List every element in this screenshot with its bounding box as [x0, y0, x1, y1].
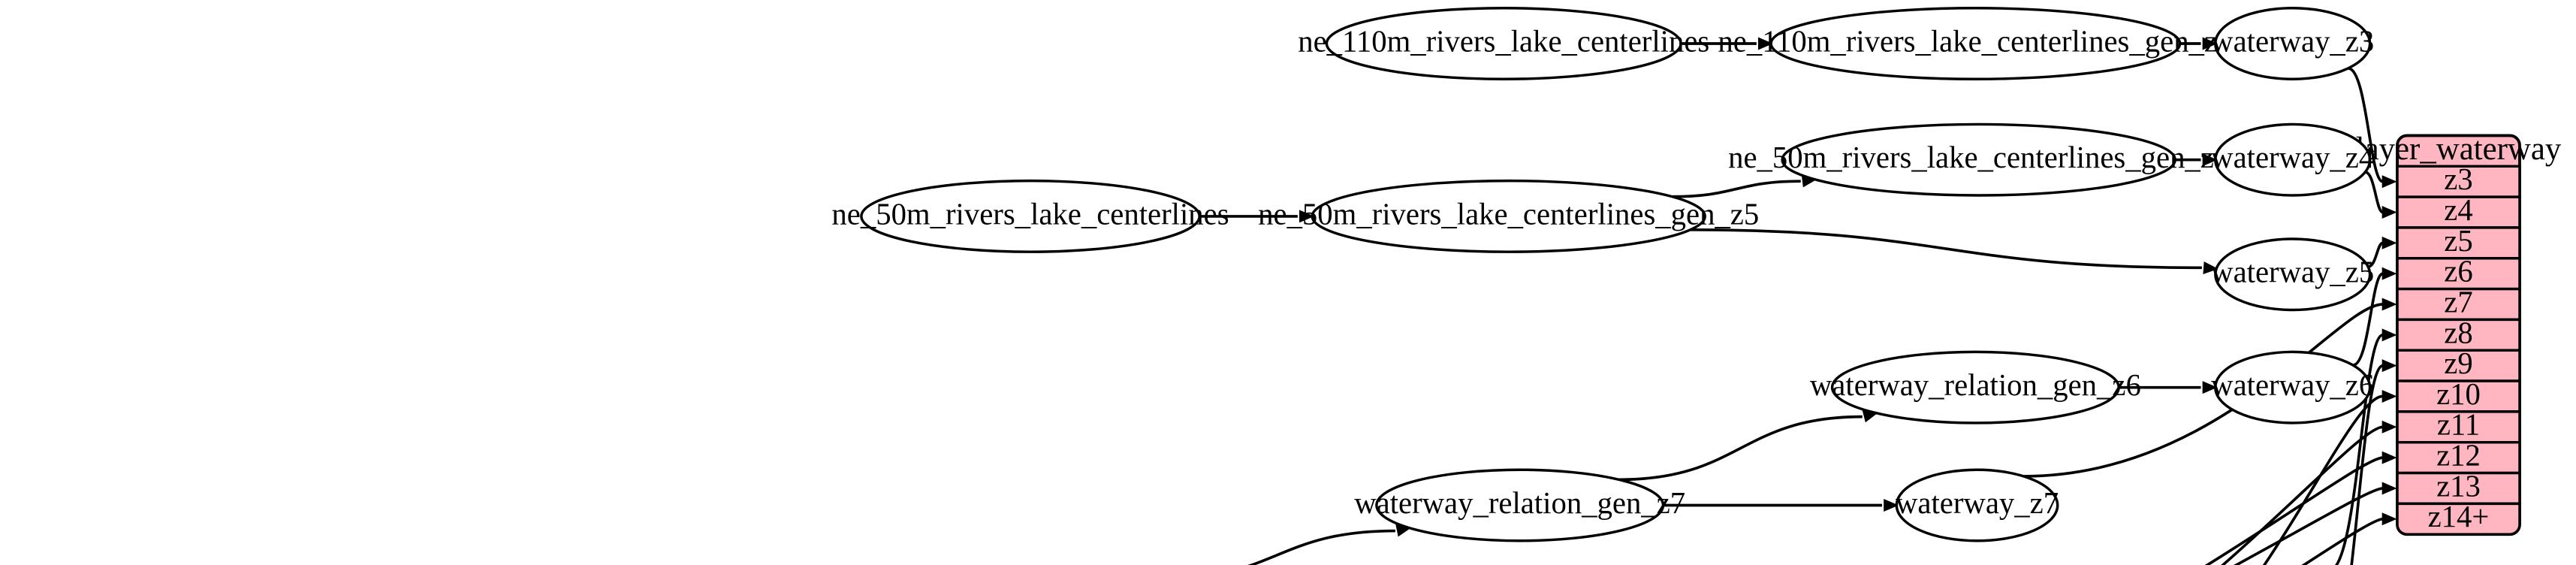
table-row-z3[interactable]: z3 — [2396, 162, 2521, 198]
table-row-z12[interactable]: z12 — [2396, 439, 2521, 475]
edge-arrowhead — [2381, 359, 2397, 373]
edge-ne_50m_rivers_lake_centerlines_gen_z5-to-waterway_z5 — [1690, 228, 2202, 270]
table-cell-label: z4 — [2444, 193, 2472, 227]
node-shape — [2214, 122, 2372, 197]
layer-waterway-table[interactable]: layer_waterwayz3z4z5z6z7z8z9z10z11z12z13… — [2356, 131, 2562, 536]
table-row-z11[interactable]: z11 — [2396, 408, 2521, 444]
edge-arrowhead — [1299, 210, 1314, 223]
node-waterway_relation_gen_z6[interactable]: waterway_relation_gen_z6 — [1810, 350, 2141, 425]
table-row-z4[interactable]: z4 — [2396, 193, 2521, 229]
table-cell-label: z14+ — [2428, 500, 2490, 533]
edges-layer — [1199, 37, 2397, 565]
edge-arrowhead — [2381, 451, 2397, 464]
edge-waterway_relation_gen_z8-to-waterway_relation_gen_z7 — [1247, 529, 1395, 565]
node-shape — [1325, 7, 1682, 80]
edge-waterway_z9-to-layer_waterway-z9 — [2350, 364, 2384, 565]
node-ne_50m_rivers_lake_centerlines[interactable]: ne_50m_rivers_lake_centerlines — [831, 179, 1229, 253]
edge-waterway_z11-to-layer_waterway-z11 — [2221, 425, 2383, 565]
edge-arrowhead — [2381, 267, 2397, 280]
table-cell-bg — [2396, 349, 2521, 382]
node-waterway_z4[interactable]: waterway_z4 — [2211, 122, 2374, 197]
edge-arrowhead — [2381, 389, 2397, 403]
edge-arrowhead — [1757, 37, 1773, 50]
node-shape — [2214, 237, 2372, 312]
table-cell-label: z10 — [2436, 377, 2481, 411]
edge-waterway_relation_gen_z7-to-waterway_relation_gen_z6 — [1618, 415, 1863, 482]
table-cell-label: z3 — [2444, 162, 2472, 196]
table-title: layer_waterway — [2356, 131, 2562, 167]
table-cell-label: z7 — [2444, 285, 2472, 319]
edge-ne_50m_rivers_lake_centerlines_gen_z5-to-ne_50m_rivers_lake_centerlines_gen_z4 — [1672, 180, 1801, 198]
node-shape — [2214, 350, 2372, 425]
edge-arrowhead — [2381, 420, 2397, 434]
node-shape — [1375, 468, 1665, 542]
nodes-layer: imposm3osm_waterway_relationosm_waterway… — [831, 7, 2374, 542]
node-ne_110m_rivers_lake_centerlines[interactable]: ne_110m_rivers_lake_centerlines — [1298, 7, 1709, 80]
table-cell-label: z8 — [2444, 316, 2472, 349]
table-row-z8[interactable]: z8 — [2396, 316, 2521, 352]
table-row-z9[interactable]: z9 — [2396, 346, 2521, 382]
table-cell-label: z12 — [2436, 439, 2481, 473]
node-waterway_z5[interactable]: waterway_z5 — [2211, 237, 2374, 312]
node-shape — [1895, 468, 2059, 542]
table-cell-bg — [2396, 502, 2521, 536]
node-shape — [1311, 179, 1706, 253]
node-shape — [860, 179, 1201, 253]
node-waterway_z3[interactable]: waterway_z3 — [2211, 7, 2374, 80]
edge-waterway_z10-to-layer_waterway-z10 — [2262, 394, 2384, 565]
edge-arrowhead — [2202, 153, 2218, 167]
table-row-z10[interactable]: z10 — [2396, 377, 2521, 413]
node-ne_110m_rivers_lake_centerlines_gen_z3[interactable]: ne_110m_rivers_lake_centerlines_gen_z3 — [1718, 7, 2233, 80]
edge-waterway_z14-to-layer_waterway-z14+ — [2301, 517, 2383, 565]
table-cell-bg — [2396, 257, 2521, 291]
node-shape — [1830, 350, 2120, 425]
node-ne_50m_rivers_lake_centerlines_gen_z5[interactable]: ne_50m_rivers_lake_centerlines_gen_z5 — [1258, 179, 1759, 253]
table-cell-bg — [2396, 440, 2521, 475]
node-shape — [2214, 7, 2372, 80]
table-cell-bg — [2396, 379, 2521, 413]
node-shape — [1781, 122, 2176, 197]
table-row-z5[interactable]: z5 — [2396, 224, 2521, 260]
edge-waterway_z4-to-layer_waterway-z4 — [2364, 171, 2384, 214]
edge-waterway_z12-to-layer_waterway-z12 — [2204, 456, 2383, 565]
edge-arrowhead — [2202, 381, 2218, 394]
table-cell-label: z11 — [2437, 408, 2480, 442]
edge-waterway_z13-to-layer_waterway-z13 — [2233, 487, 2383, 565]
table-cell-label: z6 — [2444, 255, 2472, 289]
edge-waterway_z5-to-layer_waterway-z5 — [2367, 241, 2384, 268]
table-row-z6[interactable]: z6 — [2396, 255, 2521, 291]
edge-arrowhead — [1884, 499, 1899, 512]
edge-arrowhead — [2203, 261, 2219, 274]
edge-arrowhead — [2381, 328, 2397, 342]
table-cell-label: z5 — [2444, 224, 2472, 258]
edge-arrowhead — [2381, 236, 2397, 249]
node-waterway_z6[interactable]: waterway_z6 — [2211, 350, 2374, 425]
edge-waterway_z6-to-layer_waterway-z6 — [2352, 272, 2384, 367]
edge-arrowhead — [2381, 206, 2397, 219]
table-cell-bg — [2396, 195, 2521, 229]
node-waterway_z7[interactable]: waterway_z7 — [1895, 468, 2059, 542]
table-row-z14+[interactable]: z14+ — [2396, 500, 2521, 536]
table-row-z13[interactable]: z13 — [2396, 469, 2521, 506]
table-cell-label: z9 — [2444, 346, 2472, 380]
edge-arrowhead — [2381, 175, 2397, 189]
table-cell-bg — [2396, 165, 2521, 198]
edge-waterway_z8-to-layer_waterway-z8 — [2334, 334, 2384, 565]
table-cell-bg — [2396, 318, 2521, 352]
edge-arrowhead — [2381, 512, 2397, 526]
node-shape — [1769, 7, 2182, 80]
edge-arrowhead — [2381, 482, 2397, 495]
edge-waterway_z3-to-layer_waterway-z3 — [2347, 67, 2384, 183]
edge-arrowhead — [2202, 37, 2218, 50]
table-cell-label: z13 — [2436, 469, 2481, 503]
table-row-z7[interactable]: z7 — [2396, 285, 2521, 322]
edge-arrowhead — [2381, 298, 2397, 311]
